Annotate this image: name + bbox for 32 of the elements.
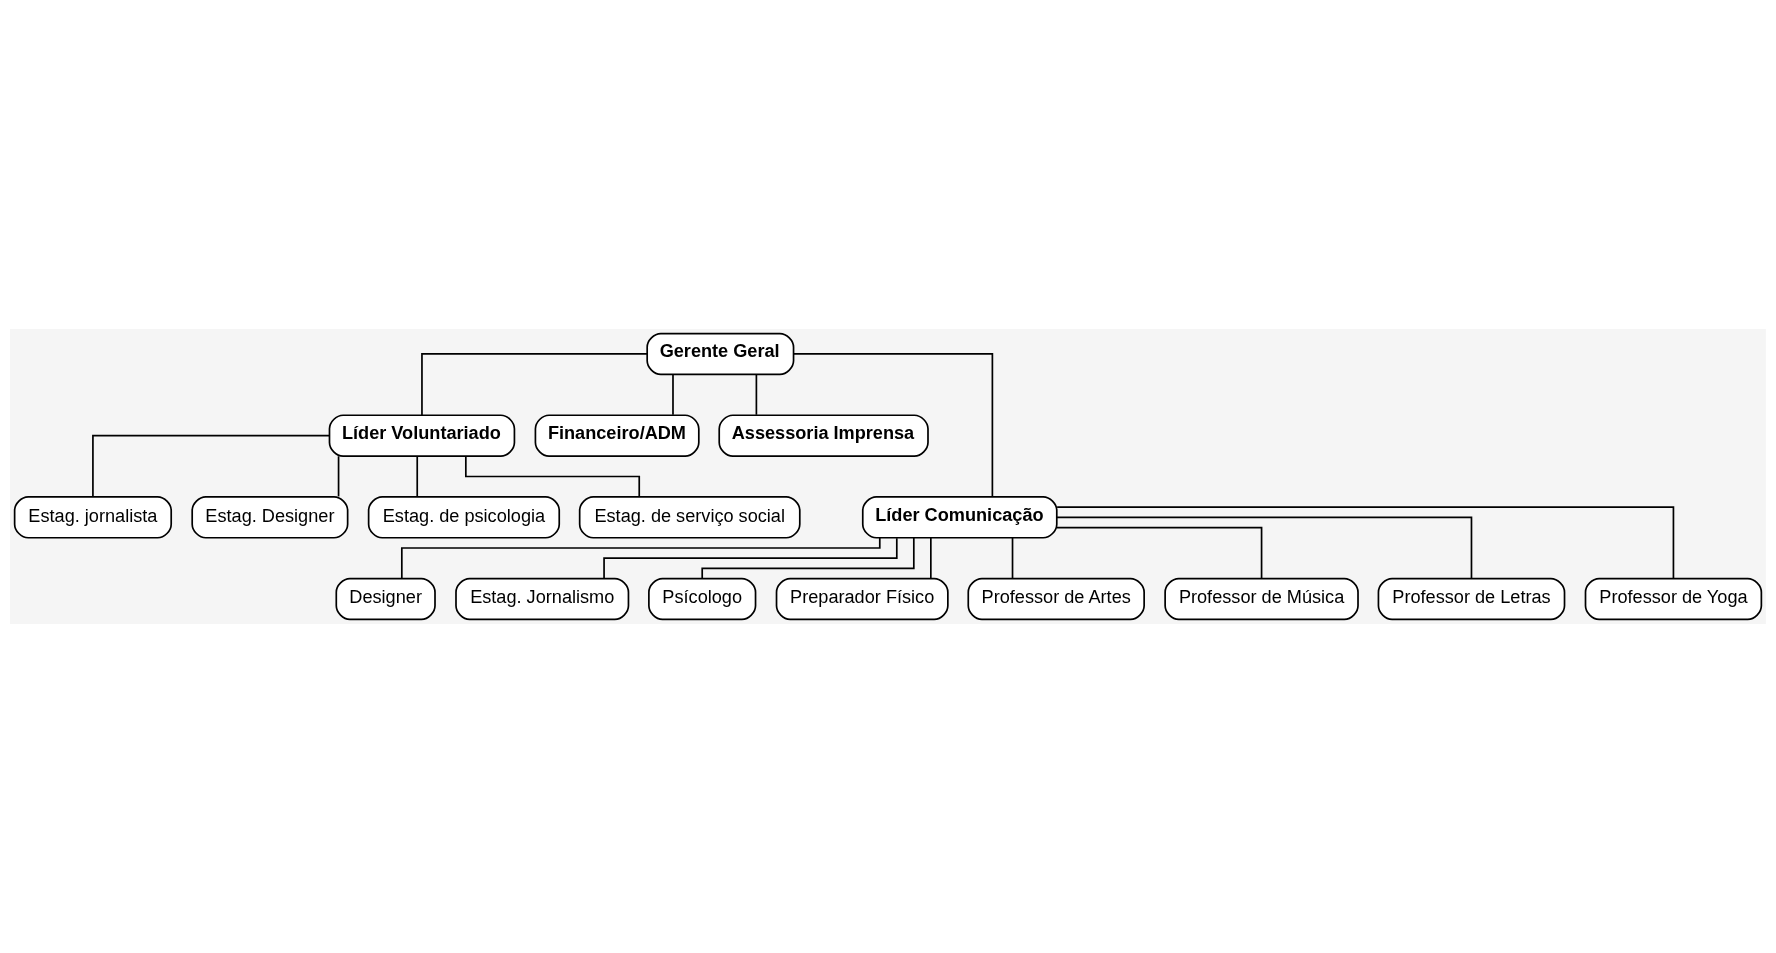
node-box: Professor de Letras: [1377, 577, 1566, 621]
node-box: Estag. Designer: [191, 496, 349, 539]
connector: [92, 434, 331, 498]
connector: [416, 455, 419, 498]
node-box: Estag. de serviço social: [578, 496, 801, 539]
node-box: Assessoria Imprensa: [718, 414, 929, 457]
node-box: Estag. de psicologia: [367, 496, 561, 539]
node-box: Professor de Yoga: [1584, 577, 1763, 621]
connector: [1011, 537, 1014, 579]
connector: [792, 353, 994, 498]
connector: [672, 373, 674, 416]
connector: [421, 353, 648, 416]
node-box: Designer: [335, 577, 436, 621]
connector: [337, 455, 340, 498]
connector: [1056, 506, 1675, 580]
connector: [400, 537, 881, 580]
connector: [701, 536, 915, 580]
node-box: Professor de Artes: [967, 577, 1145, 621]
node-box: Estag. Jornalismo: [455, 577, 630, 621]
connector: [1056, 516, 1473, 580]
node-box: Líder Comunicação: [861, 496, 1058, 539]
node-box: Gerente Geral: [646, 332, 795, 376]
node-box: Financeiro/ADM: [534, 414, 700, 457]
node-box: Estag. jornalista: [13, 496, 173, 539]
node-box: Psícologo: [648, 577, 757, 621]
connector: [603, 537, 898, 579]
connector: [930, 537, 932, 579]
node-box: Preparador Físico: [775, 577, 949, 621]
node-box: Líder Voluntariado: [328, 414, 516, 457]
connector: [755, 373, 758, 416]
node-box: Professor de Música: [1164, 577, 1359, 621]
connector: [1056, 526, 1263, 580]
